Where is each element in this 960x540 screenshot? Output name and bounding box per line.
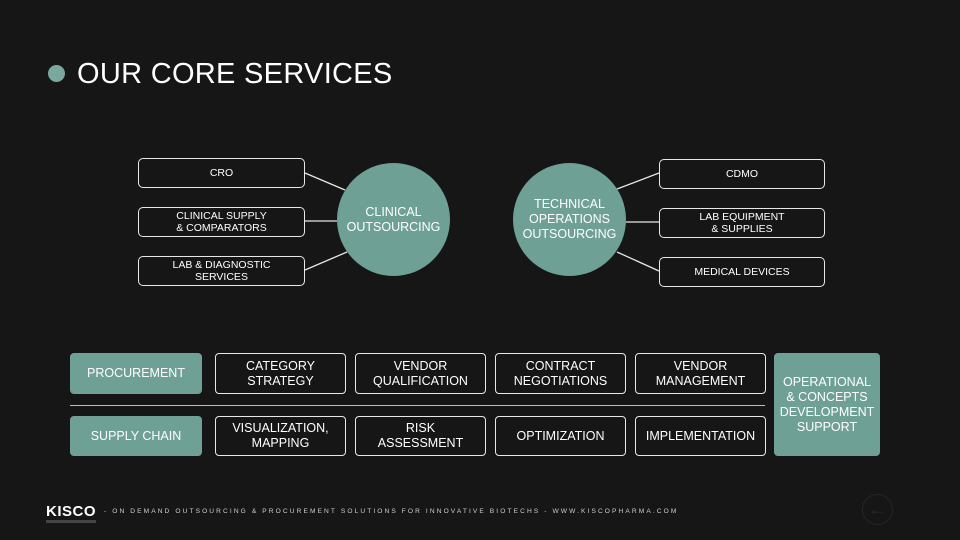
technical-item-medical-devices: MEDICAL DEVICES bbox=[659, 257, 825, 287]
clinical-item-lab-diagnostic: LAB & DIAGNOSTIC SERVICES bbox=[138, 256, 305, 286]
logo-subtext-mark bbox=[46, 520, 96, 523]
connector-cdmo bbox=[616, 172, 660, 190]
clinical-item-clinical-supply: CLINICAL SUPPLY & COMPARATORS bbox=[138, 207, 305, 237]
supply-chain-visualization: VISUALIZATION, MAPPING bbox=[215, 416, 346, 456]
arrow-left-icon: ← bbox=[868, 499, 887, 519]
page-title: OUR CORE SERVICES bbox=[77, 58, 393, 90]
connector-medical-devices bbox=[616, 251, 660, 272]
supply-chain-risk-assessment: RISK ASSESSMENT bbox=[355, 416, 486, 456]
procurement-category-strategy: CATEGORY STRATEGY bbox=[215, 353, 346, 394]
connector-cro bbox=[304, 172, 346, 191]
procurement-label: PROCUREMENT bbox=[70, 353, 202, 394]
procurement-vendor-management: VENDOR MANAGEMENT bbox=[635, 353, 766, 394]
clinical-item-cro: CRO bbox=[138, 158, 305, 188]
row-divider bbox=[70, 405, 765, 406]
technical-item-lab-equipment: LAB EQUIPMENT & SUPPLIES bbox=[659, 208, 825, 238]
procurement-vendor-qualification: VENDOR QUALIFICATION bbox=[355, 353, 486, 394]
supply-chain-optimization: OPTIMIZATION bbox=[495, 416, 626, 456]
technical-item-cdmo: CDMO bbox=[659, 159, 825, 189]
supply-chain-label: SUPPLY CHAIN bbox=[70, 416, 202, 456]
operational-support-box: OPERATIONAL & CONCEPTS DEVELOPMENT SUPPO… bbox=[774, 353, 880, 456]
previous-slide-button[interactable] bbox=[862, 494, 893, 525]
procurement-contract-negotiations: CONTRACT NEGOTIATIONS bbox=[495, 353, 626, 394]
clinical-outsourcing-hub: CLINICAL OUTSOURCING bbox=[337, 163, 450, 276]
technical-operations-hub: TECHNICAL OPERATIONS OUTSOURCING bbox=[513, 163, 626, 276]
title-bullet-icon bbox=[48, 65, 65, 82]
supply-chain-implementation: IMPLEMENTATION bbox=[635, 416, 766, 456]
kisco-logo: KISCO bbox=[46, 503, 97, 520]
footer-tagline: - ON DEMAND OUTSOURCING & PROCUREMENT SO… bbox=[104, 508, 679, 515]
connector-lab-diagnostic bbox=[304, 251, 348, 271]
